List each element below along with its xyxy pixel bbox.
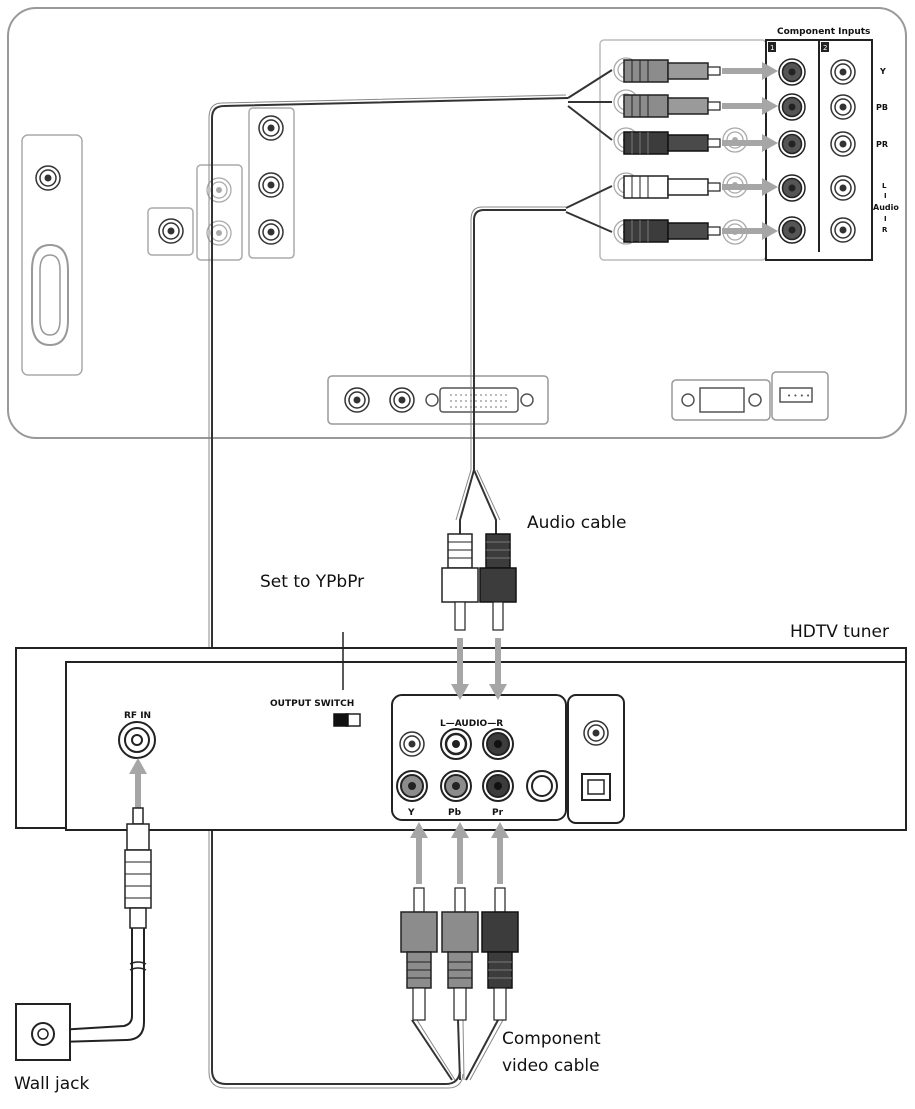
audio-cable-label: Audio cable	[527, 513, 626, 533]
component-plug-pr	[481, 887, 519, 1021]
component-inputs-title: Component Inputs	[777, 27, 870, 37]
cables	[208, 69, 613, 1089]
row-pr: PR	[876, 140, 888, 149]
wall-jack-label: Wall jack	[14, 1074, 89, 1094]
component-plug-y	[400, 887, 438, 1021]
tv-dvi-panel	[327, 375, 549, 425]
component-plug-pb	[441, 887, 479, 1021]
row-sep1: I	[884, 192, 887, 200]
set-to-label: Set to YPbPr	[260, 572, 364, 592]
plug-pr-tv	[623, 131, 721, 155]
row-pb: PB	[876, 103, 888, 112]
component-cable-plugs	[400, 887, 519, 1021]
plug-audio-r-tv	[623, 219, 721, 243]
svg-text:• • • •: • • • •	[787, 392, 810, 400]
tuner-av-jacks: L—AUDIO—R	[391, 694, 567, 821]
output-switch-label: OUTPUT SWITCH	[270, 699, 354, 709]
tuner-optical-box	[567, 694, 625, 824]
rf-in-jack	[118, 721, 156, 759]
row-audio: Audio	[873, 203, 899, 212]
component-label-line1: Component	[502, 1029, 601, 1049]
input-2-label: 2	[823, 44, 827, 52]
pr-label: Pr	[492, 808, 504, 818]
audio-plug-dark	[479, 533, 517, 631]
y-label: Y	[407, 808, 415, 818]
tv-jack-group-a	[196, 164, 243, 261]
tv-back-panel: • • • • Component Inputs 1 2	[7, 7, 907, 439]
plug-pb-tv	[623, 94, 721, 118]
rf-in-label: RF IN	[124, 711, 151, 721]
tv-component-inputs: Component Inputs 1 2 Y PB PR L I Audio I…	[765, 27, 899, 261]
row-sep2: I	[884, 215, 887, 223]
tv-input-arrows	[722, 62, 778, 240]
plug-y-tv	[623, 59, 721, 83]
row-r: R	[882, 226, 888, 234]
row-l: L	[882, 182, 887, 190]
tv-antenna-section	[21, 134, 83, 376]
tuner-y-jack	[396, 770, 428, 802]
component-label-line2: video cable	[502, 1056, 600, 1076]
pb-label: Pb	[448, 808, 462, 818]
tuner-svideo-jack	[526, 770, 558, 802]
tv-side-plugs	[623, 59, 778, 243]
hdtv-tuner-label: HDTV tuner	[790, 622, 889, 642]
rf-cable	[57, 807, 152, 1043]
tuner-audio-r-jack	[482, 728, 514, 760]
tuner-pb-jack	[440, 770, 472, 802]
plug-audio-l-tv	[623, 175, 721, 199]
tv-service-panel: • • • •	[671, 371, 829, 421]
input-1-label: 1	[770, 44, 774, 52]
tv-jack-group-b	[248, 107, 295, 259]
tuner-input-arrows	[129, 638, 509, 884]
tuner-pr-jack	[482, 770, 514, 802]
audio-plug-white	[441, 533, 479, 631]
row-y: Y	[879, 67, 886, 76]
wall-jack	[15, 1003, 71, 1061]
output-switch[interactable]	[333, 713, 361, 727]
tv-rf-jack	[147, 207, 194, 256]
tuner-audio-l-jack	[440, 728, 472, 760]
audio-cable-plugs	[441, 533, 517, 631]
audio-header: L—AUDIO—R	[440, 719, 503, 729]
